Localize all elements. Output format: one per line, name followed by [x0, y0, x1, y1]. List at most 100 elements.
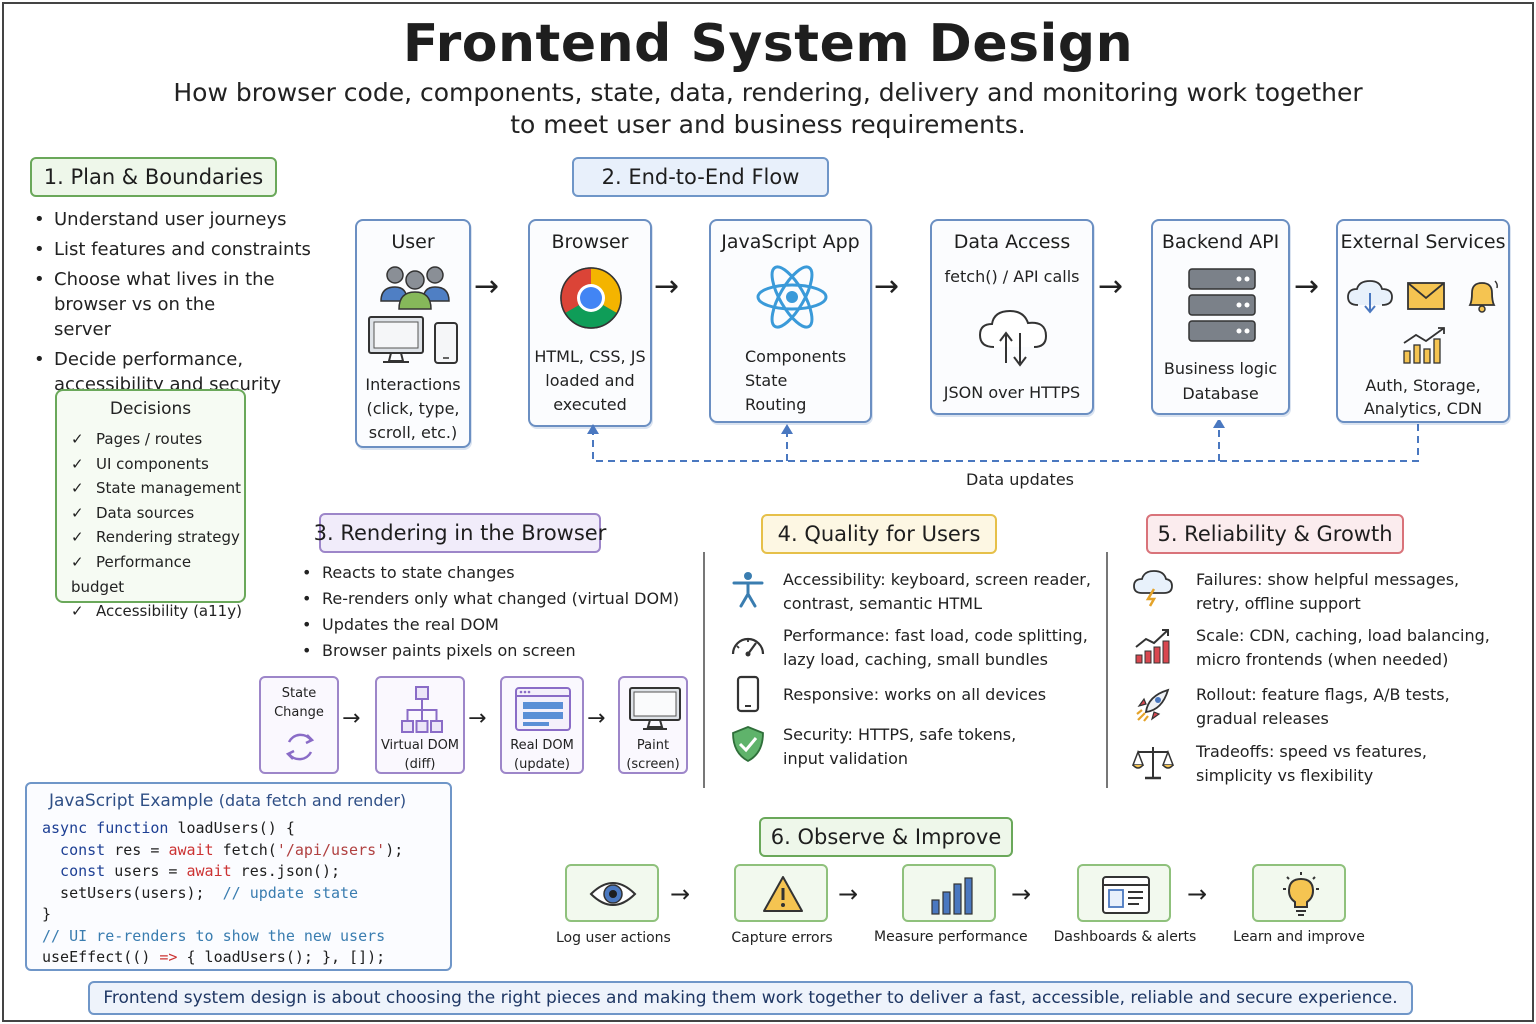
observe-arrow: → [838, 880, 859, 908]
observe-step-label: Learn and improve [1233, 929, 1365, 945]
code-title-main: JavaScript Example [49, 791, 214, 811]
render-arrow: → [468, 706, 487, 731]
quality-text: Accessibility: keyboard, screen reader, [783, 570, 1091, 589]
observe-step-label: Capture errors [731, 930, 833, 946]
card-text: Components [745, 347, 847, 366]
shield-check-icon [732, 726, 764, 763]
card-title: Data Access [953, 231, 1071, 253]
accessibility-icon [732, 572, 764, 608]
reliability-text: Scale: CDN, caching, load balancing, [1196, 626, 1490, 645]
check-icon: ✓ [71, 528, 84, 547]
data-updates-label: Data updates [966, 470, 1074, 489]
code-token: // update state [222, 883, 359, 902]
browser-window-icon [515, 687, 571, 731]
flow-card-data-access: Data Access fetch() / API calls JSON ove… [930, 219, 1094, 415]
code-token: => [159, 948, 178, 966]
reliability-text: Failures: show helpful messages, [1196, 570, 1460, 589]
check-icon: ✓ [71, 552, 84, 571]
chrome-browser-icon [560, 267, 622, 329]
flow-arrow: → [474, 269, 500, 304]
observe-step-learn [1252, 864, 1346, 922]
reliability-item-scale: Scale: CDN, caching, load balancing, mic… [1196, 624, 1490, 672]
step-label: Real DOM [510, 738, 574, 753]
quality-text: Security: HTTPS, safe tokens, [783, 725, 1017, 744]
page-title: Frontend System Design [402, 14, 1134, 74]
section-header-observe: 6. Observe & Improve [759, 817, 1013, 857]
card-text: loaded and [545, 371, 635, 390]
step-label: (screen) [626, 757, 680, 772]
card-text: executed [553, 395, 627, 414]
plan-bullet: Understand user journeys [32, 207, 342, 232]
observe-arrow: → [670, 880, 691, 908]
growth-chart-icon [1135, 629, 1170, 664]
rendering-bullet: Reacts to state changes [300, 562, 679, 583]
flow-card-user: User Interactions (click, type, scroll, … [355, 219, 471, 448]
card-text: Business logic [1163, 359, 1278, 378]
render-step-paint: Paint (screen) [618, 676, 688, 774]
check-icon: ✓ [71, 430, 84, 448]
reliability-item-rollout: Rollout: feature flags, A/B tests, gradu… [1196, 683, 1450, 731]
code-token: async function [42, 819, 169, 837]
code-token: { loadUsers(); }, []); [177, 948, 386, 966]
render-arrow: → [342, 706, 361, 731]
code-token: const [42, 840, 106, 859]
observe-arrow: → [1187, 880, 1208, 908]
card-title: User [391, 231, 435, 253]
check-icon: ✓ [71, 454, 84, 473]
quality-text: lazy load, caching, small bundles [783, 650, 1048, 669]
reliability-text: Rollout: feature flags, A/B tests, [1196, 685, 1450, 704]
flow-arrow: → [1098, 269, 1124, 304]
decision-item: ✓Performance budget [71, 550, 244, 599]
storm-cloud-icon [1133, 570, 1173, 607]
plan-bullet: List features and constraints [32, 237, 342, 262]
flow-arrow: → [874, 269, 900, 304]
render-step-state-change: State Change [259, 676, 339, 774]
render-step-virtual-dom: Virtual DOM (diff) [375, 676, 465, 774]
decision-item: ✓ State management [71, 476, 244, 501]
cloud-transfer-icon [978, 309, 1048, 367]
decision-item: ✓UI components [71, 452, 244, 477]
observe-step-measure [902, 864, 996, 922]
lightbulb-icon [1283, 872, 1319, 916]
footer-summary: Frontend system design is about choosing… [88, 981, 1413, 1015]
observe-step-label: Dashboards & alerts [1053, 929, 1197, 945]
code-title-paren: (data fetch and render) [218, 791, 407, 810]
reliability-text: micro frontends (when needed) [1196, 650, 1449, 669]
decision-item: ✓Accessibility (a11y) [71, 599, 244, 624]
decision-item: ✓Data sources [71, 501, 244, 526]
step-label: Virtual DOM [380, 738, 460, 753]
code-token: // UI re-renders to show the new users [42, 926, 386, 945]
reliability-text: simplicity vs flexibility [1196, 766, 1374, 785]
observe-step-log [565, 864, 659, 922]
quality-item-performance: Performance: fast load, code splitting, … [783, 624, 1088, 672]
decision-label: State management [96, 479, 241, 498]
balance-scale-icon [1132, 747, 1174, 780]
users-group-icon [380, 266, 450, 310]
reliability-item-tradeoffs: Tradeoffs: speed vs features, simplicity… [1196, 740, 1427, 788]
card-title: Browser [551, 231, 629, 253]
card-text: JSON over HTTPS [943, 383, 1081, 402]
decision-item: ✓ Rendering strategy [71, 525, 244, 550]
code-token: setUsers(users); [42, 883, 223, 902]
code-token: '/api/users' [276, 840, 386, 859]
code-token: users = [105, 862, 187, 880]
decision-label: Rendering strategy [96, 528, 240, 547]
decisions-list: ✓Pages / routes ✓UI components ✓ State ma… [71, 427, 244, 624]
observe-arrow: → [1011, 880, 1032, 908]
step-label: (diff) [404, 757, 436, 772]
observe-step-capture [734, 864, 828, 922]
refresh-cycle-icon [285, 733, 315, 761]
step-label: (update) [514, 757, 570, 772]
plan-bullet: Choose what lives in the browser vs on t… [32, 267, 277, 342]
check-icon: ✓ [71, 479, 84, 498]
code-token: await [168, 840, 214, 859]
flow-card-external-services: External Services Auth, Storage, Analyti… [1336, 219, 1510, 423]
section-header-flow: 2. End-to-End Flow [572, 157, 829, 197]
subtitle-line-1: How browser code, components, state, dat… [173, 78, 1363, 107]
cloud-download-icon [1347, 280, 1393, 314]
rendering-bullet-list: Reacts to state changes Re-renders only … [300, 562, 679, 666]
decision-item: ✓Pages / routes [71, 427, 244, 452]
section-header-rendering: 3. Rendering in the Browser [314, 513, 606, 553]
rocket-icon [1136, 688, 1170, 722]
reliability-text: gradual releases [1196, 709, 1329, 728]
